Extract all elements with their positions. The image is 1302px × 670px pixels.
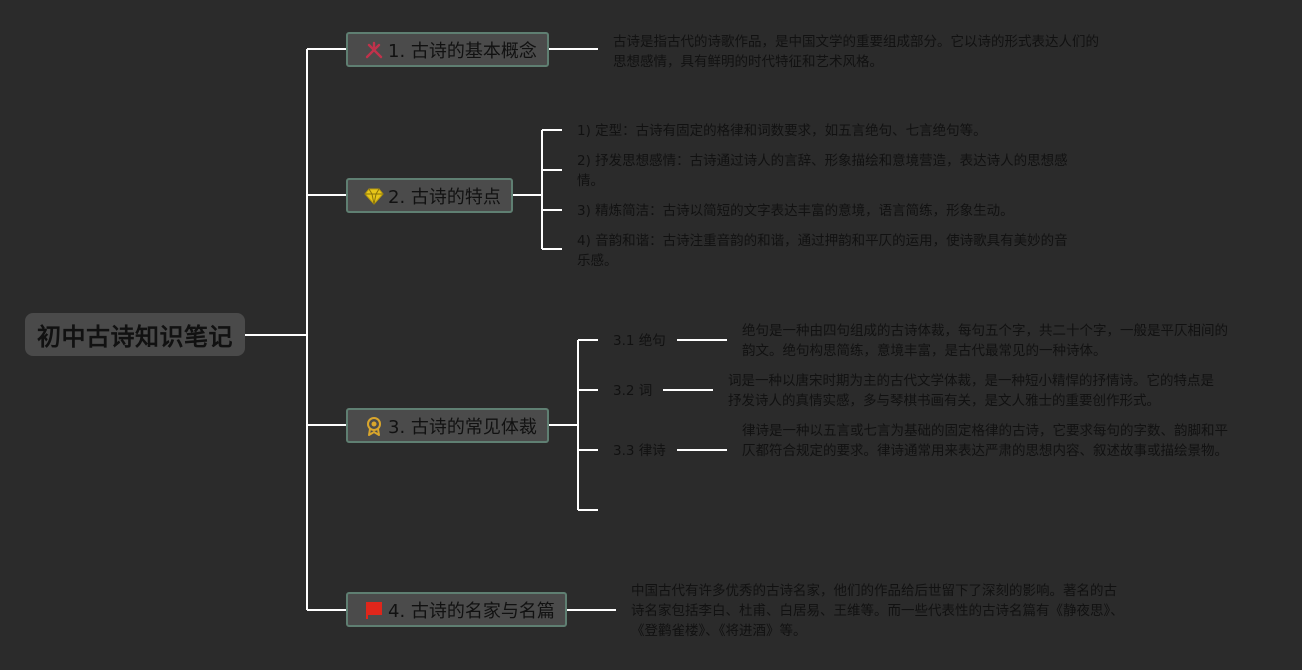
topic-label: 1. 古诗的基本概念 (388, 40, 537, 62)
red-flag-icon (364, 600, 384, 620)
root-title: 初中古诗知识笔记 (37, 323, 233, 351)
root-topic[interactable]: 初中古诗知识笔记 (25, 313, 245, 356)
genre-note-jueju: 绝句是一种由四句组成的古诗体裁，每句五个字，共二十个字，一般是平仄相间的韵文。绝… (742, 323, 1228, 359)
genre-note-ci: 词是一种以唐宋时期为主的古代文学体裁，是一种短小精悍的抒情诗。它的特点是抒发诗人… (728, 373, 1214, 409)
topic-label: 4. 古诗的名家与名篇 (388, 600, 555, 622)
feature-item: 2) 抒发思想感情：古诗通过诗人的言辞、形象描绘和意境营造，表达诗人的思想感情。 (577, 153, 1068, 189)
topic-label: 3. 古诗的常见体裁 (388, 416, 537, 438)
genre-label-ci[interactable]: 3.2 词 (613, 383, 653, 399)
topic-features[interactable]: 2. 古诗的特点 (346, 178, 513, 213)
topic-label: 2. 古诗的特点 (388, 186, 501, 208)
topic-basic-concept[interactable]: 1. 古诗的基本概念 (346, 32, 549, 67)
award-badge-icon (364, 416, 384, 436)
feature-item: 4) 音韵和谐：古诗注重音韵的和谐，通过押韵和平仄的运用，使诗歌具有美妙的音乐感… (577, 233, 1068, 269)
diamond-icon (364, 186, 384, 206)
feature-item: 1) 定型：古诗有固定的格律和词数要求，如五言绝句、七言绝句等。 (577, 123, 987, 139)
note-masters: 中国古代有许多优秀的古诗名家，他们的作品给后世留下了深刻的影响。著名的古诗名家包… (631, 583, 1124, 639)
note-basic-concept: 古诗是指古代的诗歌作品，是中国文学的重要组成部分。它以诗的形式表达人们的思想感情… (613, 34, 1099, 70)
genre-note-lvshi: 律诗是一种以五言或七言为基础的固定格律的古诗，它要求每句的字数、韵脚和平仄都符合… (742, 423, 1228, 459)
topic-genres[interactable]: 3. 古诗的常见体裁 (346, 408, 549, 443)
topic-masters[interactable]: 4. 古诗的名家与名篇 (346, 592, 567, 627)
genre-label-lvshi[interactable]: 3.3 律诗 (613, 443, 666, 459)
crossed-swords-icon (364, 40, 384, 60)
genre-label-jueju[interactable]: 3.1 绝句 (613, 333, 666, 349)
feature-item: 3) 精炼简洁：古诗以简短的文字表达丰富的意境，语言简练，形象生动。 (577, 203, 1014, 219)
